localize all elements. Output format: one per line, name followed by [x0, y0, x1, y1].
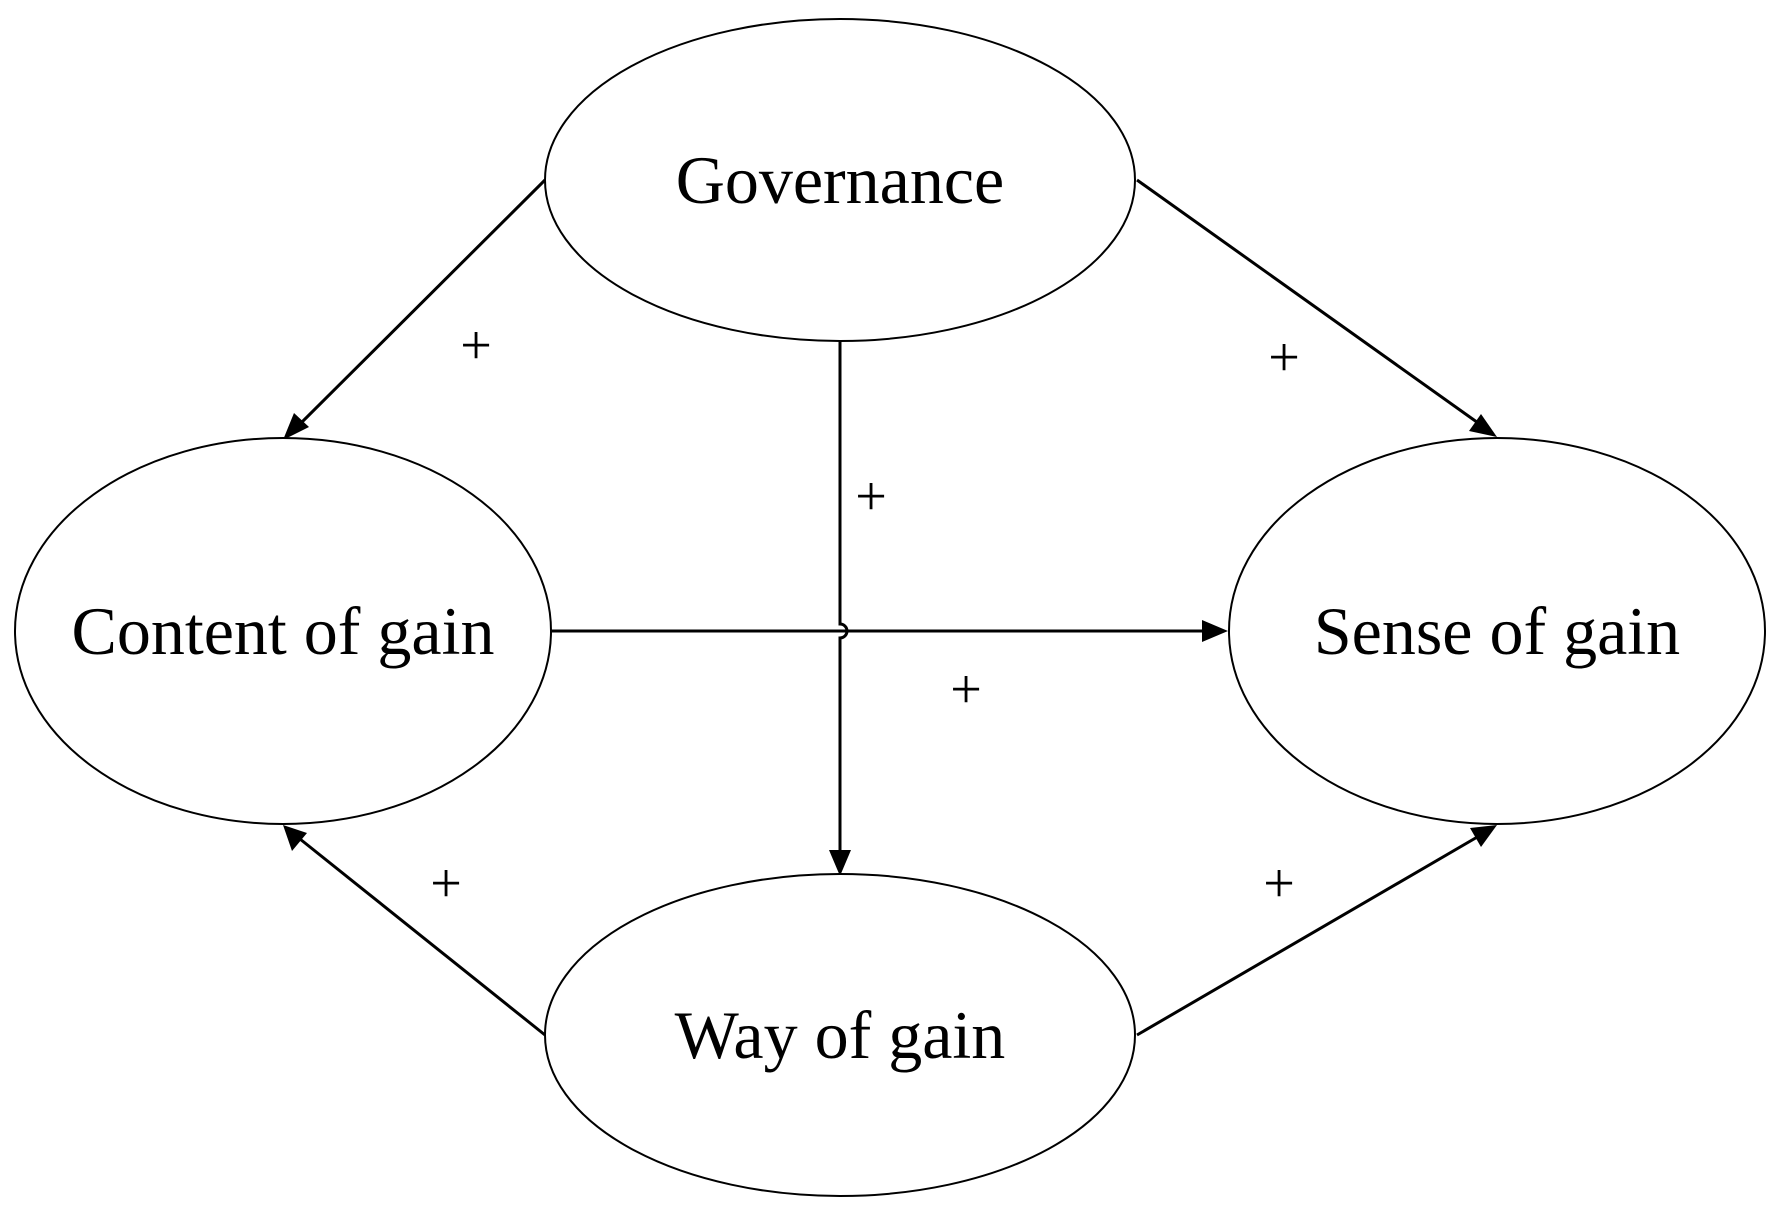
node-sense-of-gain: Sense of gain [1228, 437, 1766, 825]
sign-way-to-sense: + [1263, 853, 1295, 915]
node-governance: Governance [544, 18, 1136, 342]
sign-governance-to-content: + [460, 315, 492, 377]
edge-content-to-sense [551, 620, 1228, 642]
sign-governance-to-way: + [855, 466, 887, 528]
node-governance-label: Governance [676, 142, 1004, 218]
node-content-of-gain: Content of gain [14, 437, 552, 825]
edge-way-to-content [283, 825, 546, 1037]
node-content-of-gain-label: Content of gain [71, 593, 494, 669]
node-way-of-gain-label: Way of gain [675, 997, 1006, 1073]
node-sense-of-gain-label: Sense of gain [1314, 593, 1680, 669]
node-way-of-gain: Way of gain [544, 873, 1136, 1197]
sign-governance-to-sense: + [1268, 327, 1300, 389]
edge-way-to-sense [1136, 825, 1497, 1037]
sign-content-to-sense: + [950, 659, 982, 721]
sign-way-to-content: + [430, 853, 462, 915]
edge-governance-to-way [829, 342, 851, 876]
edge-governance-to-sense [1136, 178, 1497, 437]
edge-governance-to-content [283, 178, 547, 440]
